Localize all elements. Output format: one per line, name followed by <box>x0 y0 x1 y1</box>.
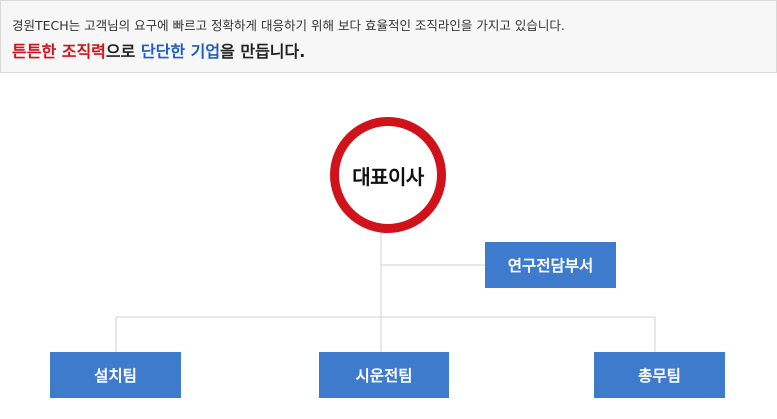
intro-text: 경원TECH는 고객님의 요구에 빠르고 정확하게 대응하기 위해 보다 효율적… <box>12 18 565 33</box>
intro-panel: 경원TECH는 고객님의 요구에 빠르고 정확하게 대응하기 위해 보다 효율적… <box>0 0 777 73</box>
ceo-node: 대표이사 <box>330 117 446 233</box>
rnd-department-label: 연구전담부서 <box>507 257 594 275</box>
general-affairs-team-node: 총무팀 <box>594 352 725 398</box>
rnd-department-node: 연구전담부서 <box>485 242 616 288</box>
slogan-ending: 을 만듭니다. <box>220 42 306 61</box>
installation-team-label: 설치팀 <box>94 367 137 385</box>
slogan-solid-company: 단단한 기업 <box>140 42 221 61</box>
ceo-label: 대표이사 <box>352 164 424 189</box>
general-affairs-team-label: 총무팀 <box>638 367 681 385</box>
slogan-connector: 으로 <box>105 42 141 61</box>
slogan: 튼튼한 조직력으로 단단한 기업을 만듭니다. <box>12 38 305 62</box>
commissioning-team-label: 시운전팀 <box>355 367 413 385</box>
commissioning-team-node: 시운전팀 <box>319 352 449 398</box>
slogan-strong-organization: 튼튼한 조직력 <box>12 42 106 61</box>
installation-team-node: 설치팀 <box>50 352 181 398</box>
